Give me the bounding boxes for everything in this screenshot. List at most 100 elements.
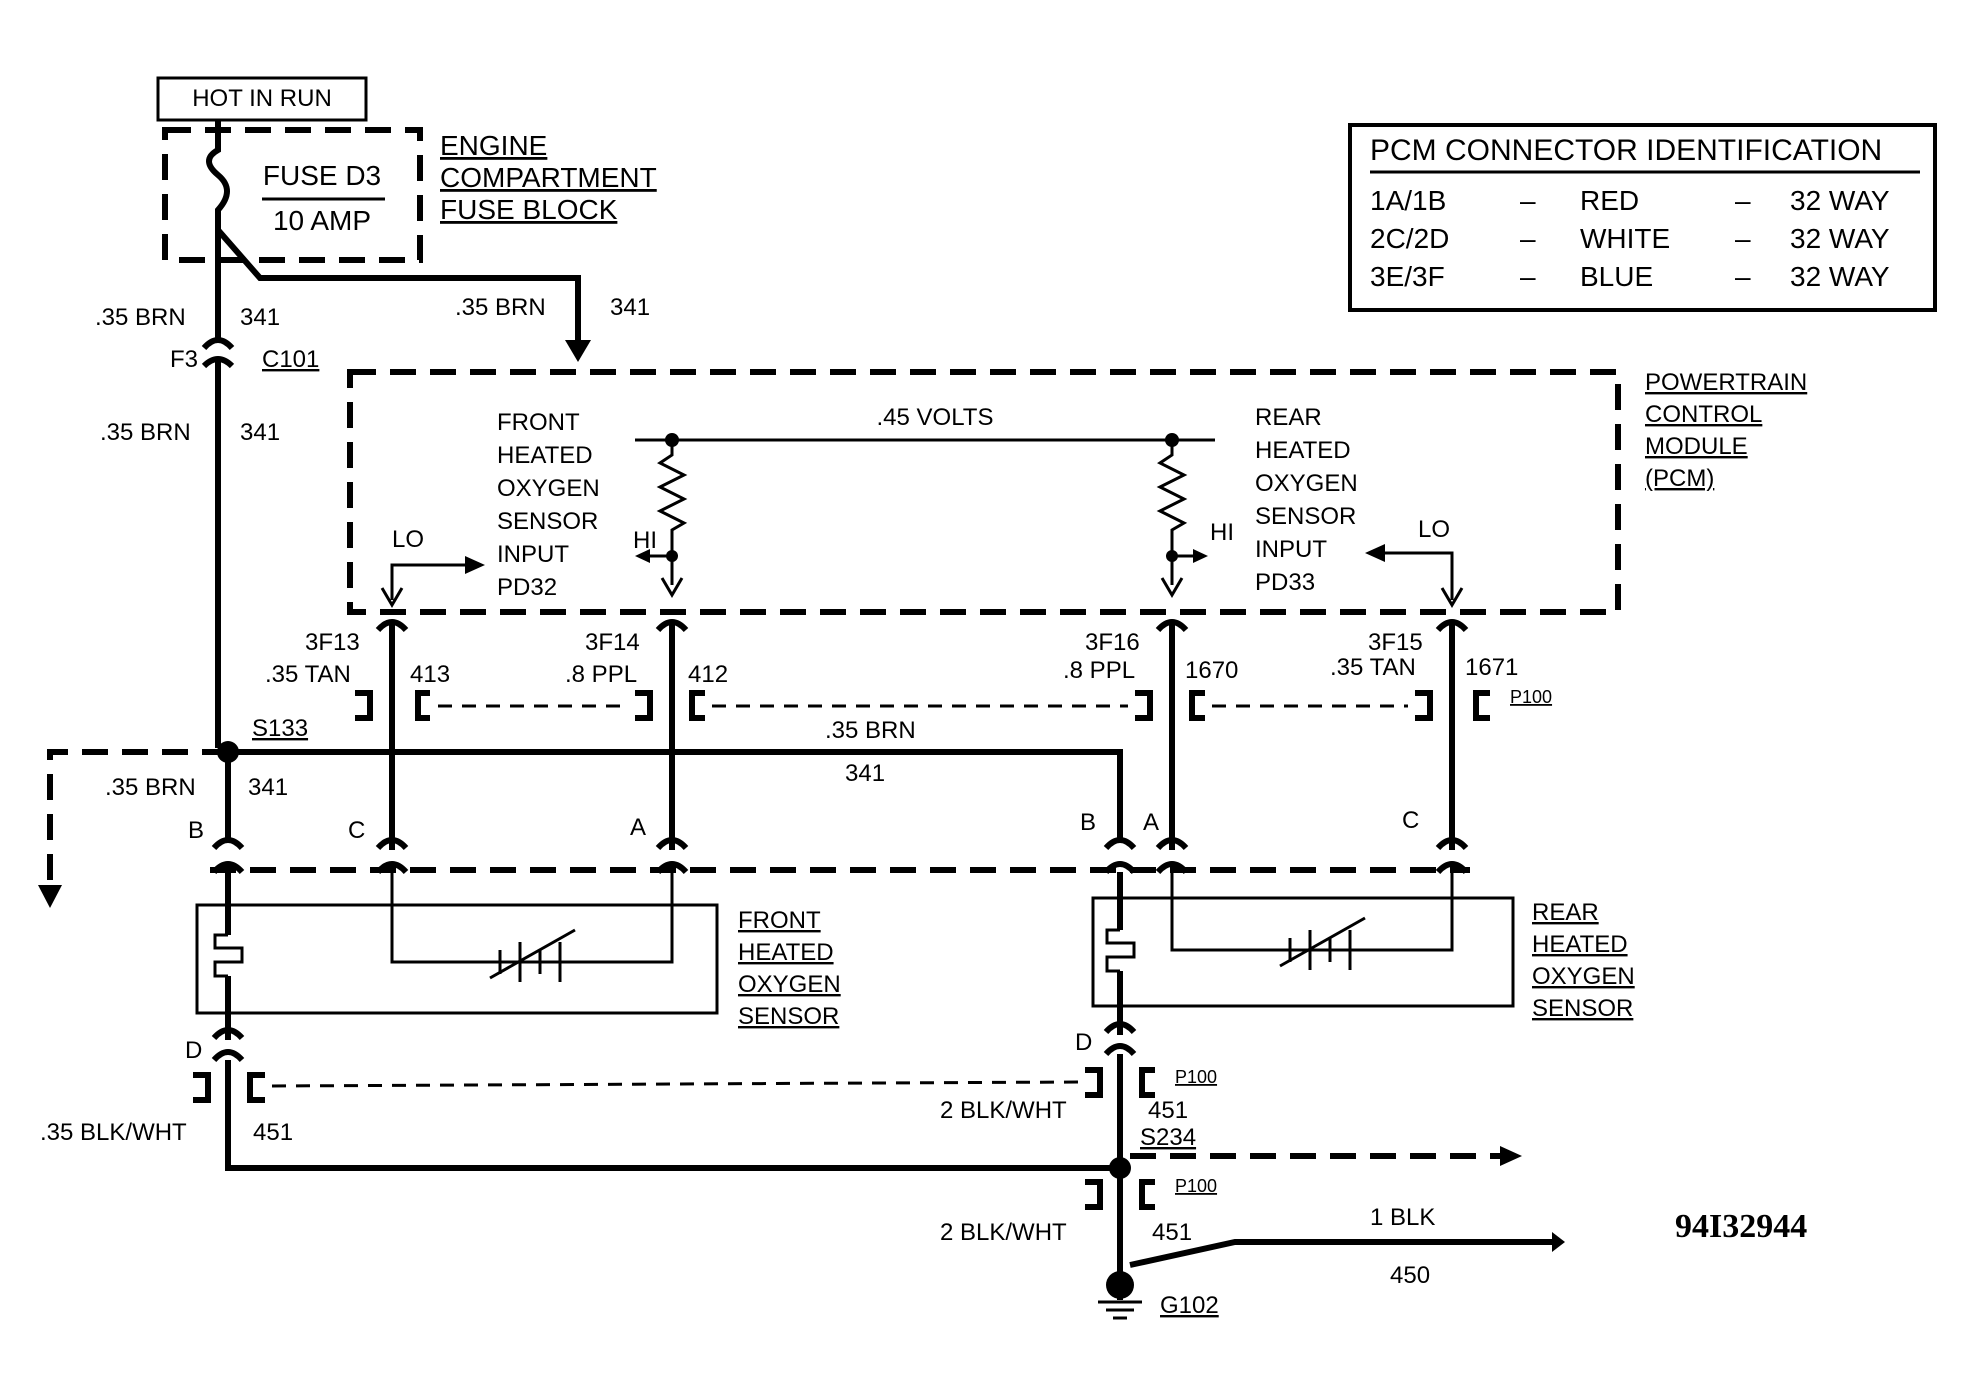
voltage-label: .45 VOLTS [877,404,994,431]
splice-s234-label: S234 [1140,1124,1196,1151]
arrow-right-icon [465,556,485,574]
pin-3f13: 3F13 .35 TAN 413 [265,619,450,850]
front-sensor-connector: B C A [188,814,689,875]
pin-3f15: 3F15 .35 TAN 1671 [1330,619,1518,850]
front-pin-d: D [185,1027,245,1064]
wire-label-brn: .35 BRN [105,774,196,801]
rear-input-label-4: SENSOR [1255,503,1356,530]
circuit-label-341: 341 [240,304,280,331]
circuit-label-341: 341 [845,760,885,787]
front-sensor-label-2: HEATED [738,939,834,966]
arrow-down-icon [38,885,62,908]
pin-label: 3F15 [1368,629,1423,656]
pcm-row-connector: 2C/2D [1370,223,1449,254]
front-sensor-lead-a [575,872,674,964]
connector-cavity [211,1049,245,1063]
pin-b-label: B [1080,809,1096,836]
p100-label: P100 [1510,687,1552,707]
front-sensor-label-4: SENSOR [738,1003,839,1030]
connector-cavity [655,861,689,875]
connector-cavity [211,837,245,851]
pcm-row-size: 32 WAY [1790,223,1890,254]
circuit-label-451: 451 [1152,1219,1192,1246]
wire-label-brn: .35 BRN [95,304,186,331]
fuse-block-label-2: COMPARTMENT [440,162,657,193]
pin-a-label: A [630,814,646,841]
wire-label-brn: .35 BRN [455,294,546,321]
arrow-down-icon [1440,587,1464,608]
pin-3f14: 3F14 .8 PPL 412 [565,619,728,850]
fuse-block-label-3: FUSE BLOCK [440,194,618,225]
pcm-row-dash: – [1735,261,1751,292]
arrow-left-icon [635,549,650,563]
rear-sensor-label-1: REAR [1532,899,1599,926]
connector-cavity [211,1027,245,1041]
connector-cavity [1435,837,1469,851]
wire-450 [1129,1239,1560,1268]
pcm-label-1: POWERTRAIN [1645,369,1807,396]
pin-c-label: C [1402,807,1419,834]
circuit-label-341: 341 [240,419,280,446]
wire-label-blkwht: 2 BLK/WHT [940,1219,1067,1246]
wire-label-blkwht: 2 BLK/WHT [940,1097,1067,1124]
ground-g102-label: G102 [1160,1292,1219,1319]
front-input-label-3: OXYGEN [497,475,600,502]
rear-sensor-box [1091,896,1515,1008]
pcm-row-size: 32 WAY [1790,261,1890,292]
connector-c101-bottom [201,356,235,369]
splice-s133-label: S133 [252,715,308,742]
pin-3f16: 3F16 .8 PPL 1670 [1063,619,1238,850]
pcm-table-title: PCM CONNECTOR IDENTIFICATION [1370,134,1882,167]
front-sensor-label-1: FRONT [738,907,821,934]
connector-cavity [375,861,409,875]
arrow-left-icon [1365,544,1385,562]
arrow-down-icon [1160,577,1184,598]
p100-connector-ground: P100 [1085,1176,1217,1210]
circuit-label: 1671 [1465,654,1518,681]
circuit-label-341: 341 [248,774,288,801]
rear-sensor-lead-a [1170,872,1275,952]
rear-sensor-label-3: OXYGEN [1532,963,1635,990]
bracket-icon [1085,1179,1103,1210]
wire-color-label: .8 PPL [565,661,637,688]
bracket-icon [1135,690,1153,721]
front-resistor-icon [656,440,688,585]
arrow-right-icon [1500,1146,1522,1166]
circuit-label: 413 [410,661,450,688]
heater-element-icon [1105,928,1136,973]
connector-cavity [211,861,245,875]
arrow-down-icon [660,577,684,598]
p100-label: P100 [1175,1176,1217,1196]
connector-cavity [1103,1021,1137,1035]
pcm-box [347,369,1621,615]
wire-label-brn: .35 BRN [100,419,191,446]
fuse-block-box [162,127,423,263]
connector-cavity [1155,837,1189,851]
arrow-right-icon [1552,1232,1565,1252]
circuit-label: 1670 [1185,657,1238,684]
pin-label: 3F13 [305,629,360,656]
pcm-table-row: 3E/3F – BLUE – 32 WAY [1370,261,1890,292]
circuit-label-451: 451 [253,1119,293,1146]
pcm-row-dash: – [1735,223,1751,254]
fuse-block-label-1: ENGINE [440,130,547,161]
pcm-row-size: 32 WAY [1790,185,1890,216]
bracket-icon [247,1072,265,1103]
wire-341-continuation [47,749,228,890]
front-lo-line [390,563,465,600]
wire-label-blkwht: .35 BLK/WHT [40,1119,187,1146]
wire-451-front [225,1060,1120,1171]
pin-d-label: D [185,1037,202,1064]
connector-cavity [1103,861,1137,875]
cell-variable-arrow [489,928,576,980]
wire-color-label: .35 TAN [265,661,351,688]
circuit-label-341: 341 [610,294,650,321]
rear-hi-label: HI [1210,519,1234,546]
rear-lo-line [1385,551,1454,600]
front-input-label-1: FRONT [497,409,580,436]
circuit-label: 412 [688,661,728,688]
cell-variable-arrow [1279,916,1366,968]
bracket-icon [1189,690,1205,721]
p100-label: P100 [1175,1067,1217,1087]
